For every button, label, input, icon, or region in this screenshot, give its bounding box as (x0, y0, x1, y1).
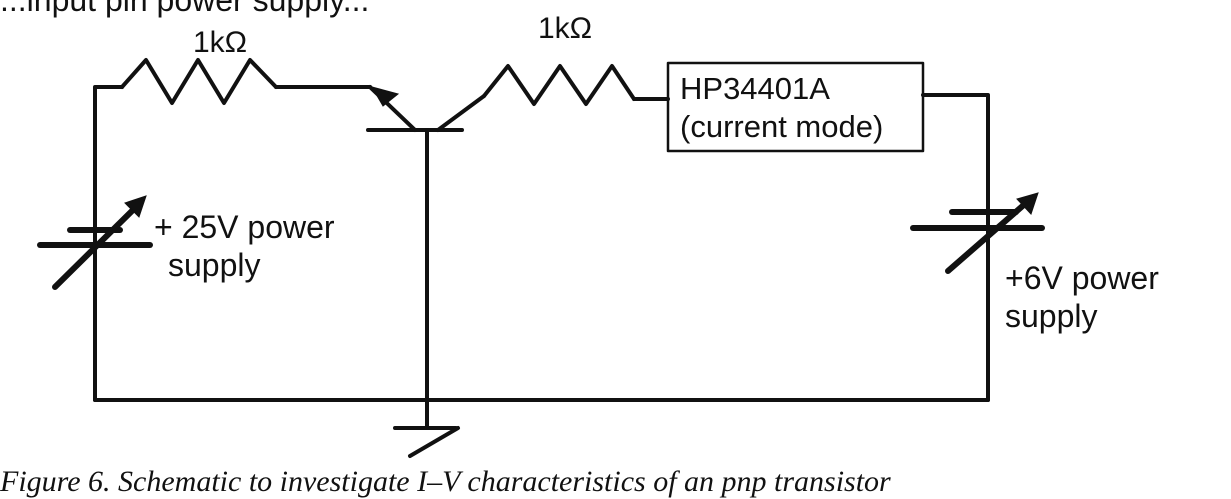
circuit-diagram (37, 58, 1045, 458)
cropped-top-text: ...input pin power supply... (0, 0, 370, 18)
left-resistor-zigzag (120, 58, 278, 105)
left-wire (93, 85, 124, 402)
ground-diagonal (408, 426, 460, 458)
meter-box (666, 61, 925, 153)
right-resistor-label: 1kΩ (538, 12, 593, 45)
right-supply-word: supply (1005, 298, 1098, 334)
right-resistor-zigzag (482, 64, 636, 106)
left-supply-word: supply (168, 247, 261, 283)
left-resistor-label: 1kΩ (193, 26, 248, 59)
right-supply-adjust-arrow (945, 200, 1029, 274)
transistor-collector-arm (436, 94, 486, 132)
transistor-emitter-arrow (370, 86, 400, 107)
figure-caption: Figure 6. Schematic to investigate I–V c… (0, 465, 891, 498)
left-supply-voltage: + 25V power (154, 209, 335, 245)
right-wire (921, 93, 990, 402)
meter-mode: (current mode) (680, 109, 884, 144)
left-supply-adjust-arrowhead (124, 195, 147, 218)
left-supply-label: + 25V power supply (154, 208, 384, 284)
right-supply-label: +6V power supply (1005, 259, 1220, 335)
left-supply-adjust-arrow (52, 204, 139, 290)
right-supply-adjust-arrowhead (1016, 192, 1039, 215)
meter-model: HP34401A (680, 71, 830, 106)
meter-label: HP34401A (current mode) (680, 70, 916, 146)
right-supply-voltage: +6V power (1005, 260, 1159, 296)
